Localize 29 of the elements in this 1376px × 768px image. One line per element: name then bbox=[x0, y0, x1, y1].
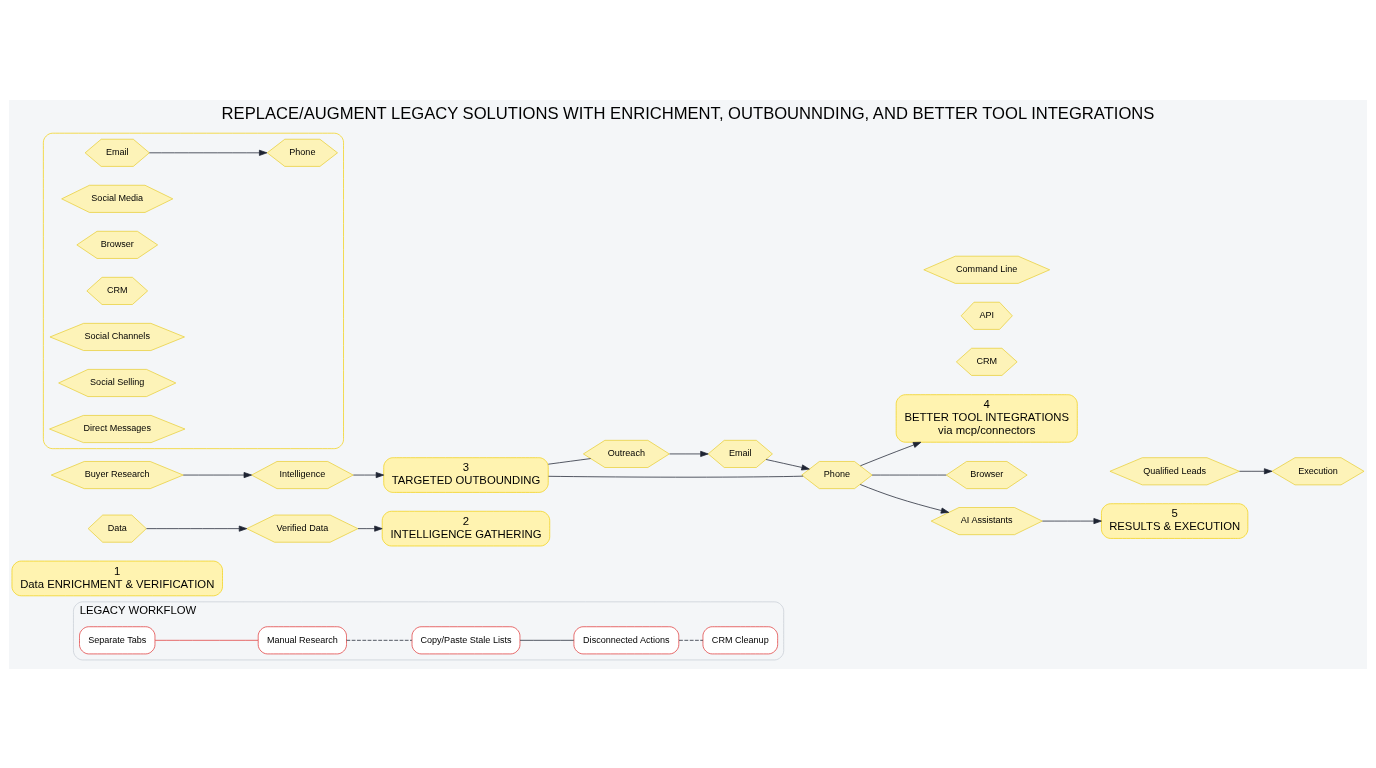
connector bbox=[548, 475, 804, 478]
node-box: Separate Tabs bbox=[79, 625, 156, 654]
node-box: CRM Cleanup bbox=[702, 625, 779, 654]
cluster bbox=[43, 132, 344, 449]
connector bbox=[519, 639, 575, 641]
node-box: 4 BETTER TOOL INTEGRATIONS via mcp/connectors bbox=[895, 393, 1078, 443]
arrow bbox=[1042, 517, 1102, 524]
diagram-title: REPLACE/AUGMENT LEGACY SOLUTIONS WITH ENRICHMENT, OUTBOUNNDING, AND BETTER TOOL INTEGRATIONS bbox=[221, 103, 1155, 123]
arrow bbox=[859, 483, 950, 513]
node-box: 3 TARGETED OUTBOUNDING bbox=[383, 456, 549, 493]
connector bbox=[678, 639, 704, 641]
node-box: Copy/Paste Stale Lists bbox=[411, 625, 521, 654]
arrow bbox=[1239, 467, 1273, 474]
arrow bbox=[860, 441, 922, 466]
arrow bbox=[182, 471, 252, 478]
arrow bbox=[765, 458, 810, 470]
arrow bbox=[146, 525, 248, 532]
node-box: Disconnected Actions bbox=[573, 625, 680, 654]
arrow bbox=[352, 471, 385, 478]
node-box: 1 Data ENRICHMENT & VERIFICATION bbox=[11, 560, 223, 596]
arrow bbox=[148, 149, 268, 156]
node-box: 5 RESULTS & EXECUTION bbox=[1101, 502, 1249, 539]
node-box: Manual Research bbox=[257, 625, 347, 654]
connector bbox=[346, 639, 413, 641]
connector bbox=[547, 457, 591, 465]
arrow bbox=[669, 450, 709, 457]
connector bbox=[154, 639, 259, 641]
arrow bbox=[357, 525, 383, 532]
node-box: 2 INTELLIGENCE GATHERING bbox=[381, 510, 551, 546]
